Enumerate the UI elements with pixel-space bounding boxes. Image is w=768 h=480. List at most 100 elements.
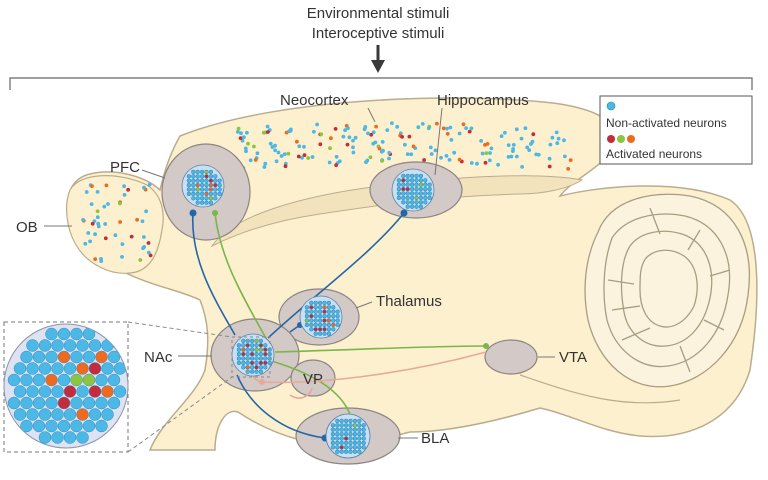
neuron-dot — [13, 385, 27, 398]
neuron-dot — [313, 318, 318, 323]
neuron-dot — [245, 365, 250, 370]
neuron-dot — [409, 178, 415, 183]
neuron-dot — [195, 187, 200, 192]
neuron-dot — [239, 131, 243, 136]
neuron-dot — [254, 365, 259, 370]
neuron-dot — [333, 126, 338, 131]
neuron-dot — [357, 423, 362, 428]
neuron-dot — [70, 373, 83, 387]
neuron-dot — [38, 385, 52, 398]
neuron-dot — [380, 140, 385, 144]
bla-neuron-cluster — [325, 413, 371, 459]
neuron-dot — [118, 201, 122, 206]
neuron-dot — [144, 209, 149, 214]
neuron-dot — [70, 350, 83, 364]
neuron-dot — [313, 300, 318, 306]
neuron-dot — [263, 347, 268, 352]
neuron-dot — [126, 187, 130, 192]
neuron-dot — [433, 148, 438, 153]
neuron-dot — [464, 126, 468, 130]
neuron-dot — [514, 127, 519, 132]
down-arrow-icon — [371, 45, 385, 73]
neuron-dot — [331, 318, 336, 323]
neuron-dot — [348, 449, 353, 454]
neuron-dot — [555, 141, 560, 146]
neuron-dot — [191, 196, 196, 201]
neuron-dot — [199, 196, 205, 201]
neuron-dot — [418, 178, 424, 183]
neuron-dot — [213, 174, 218, 179]
neuron-dot — [304, 318, 310, 323]
neuron-dot — [319, 132, 324, 137]
legend-activated: Activated neurons — [606, 147, 702, 161]
neuron-dot — [405, 204, 410, 209]
neuron-dot — [322, 327, 327, 332]
neuron-dot — [204, 178, 209, 183]
neuron-dot — [38, 362, 52, 375]
neuron-dot — [241, 343, 246, 348]
neuron-dot — [57, 350, 71, 364]
neuron-dot — [390, 121, 394, 125]
neuron-dot — [263, 343, 268, 348]
neuron-dot — [361, 440, 366, 446]
neuron-dot — [213, 178, 218, 183]
neuron-dot — [208, 187, 214, 192]
neuron-dot — [7, 373, 21, 387]
neuron-dot — [444, 154, 449, 158]
neuron-dot — [312, 129, 316, 134]
neuron-dot — [329, 136, 333, 141]
neuron-dot — [380, 159, 384, 163]
neuron-dot — [483, 160, 488, 165]
neuron-dot — [82, 373, 96, 387]
neuron-dot — [186, 178, 192, 183]
neuron-dot — [322, 318, 327, 323]
header-line-2: Interoceptive stimuli — [312, 25, 445, 42]
neuron-dot — [315, 122, 319, 127]
neuron-dot — [254, 343, 259, 348]
neuron-dot — [341, 134, 346, 139]
neuron-dot — [241, 365, 246, 370]
neuron-dot — [249, 343, 255, 348]
neuron-dot — [534, 152, 539, 157]
neuron-dot — [519, 136, 524, 141]
neuron-dot — [95, 190, 100, 194]
neuron-dot — [348, 423, 353, 428]
neuron-dot — [195, 178, 200, 183]
neuron-dot — [330, 423, 336, 428]
neuron-dot — [322, 309, 327, 314]
neuron-dot — [467, 129, 472, 134]
neuron-dot — [484, 151, 489, 156]
neuron-dot — [82, 350, 96, 364]
neuron-dot — [343, 431, 349, 437]
neuron-dot — [335, 309, 340, 314]
neuron-dot — [343, 128, 347, 133]
neuron-dot — [296, 154, 301, 159]
neuron-dot — [236, 347, 242, 352]
neuron-dot — [76, 385, 89, 398]
neuron-dot — [525, 145, 530, 150]
neuron-dot — [562, 138, 566, 143]
neuron-dot — [20, 419, 33, 433]
neuron-dot — [401, 186, 406, 192]
neuron-dot — [414, 204, 419, 209]
neuron-dot — [253, 158, 258, 162]
neuron-dot — [245, 360, 250, 366]
neuron-dot — [563, 154, 567, 159]
neuron-dot — [396, 195, 402, 201]
ob-neurons — [81, 182, 153, 263]
neuron-dot — [335, 440, 340, 446]
neuron-dot — [148, 253, 153, 258]
neuron-dot — [335, 418, 340, 424]
neuron-dot — [263, 351, 268, 357]
neuron-dot — [249, 347, 255, 352]
neuron-dot — [122, 193, 127, 197]
neuron-dot — [38, 431, 52, 444]
neuron-dot — [120, 255, 124, 259]
neuron-dot — [322, 313, 327, 319]
neuron-dot — [352, 449, 358, 454]
neuron-dot — [357, 449, 362, 454]
neuron-dot — [93, 232, 97, 237]
neuron-dot — [240, 138, 245, 143]
neuron-dot — [405, 191, 410, 196]
neuron-dot — [396, 182, 402, 187]
